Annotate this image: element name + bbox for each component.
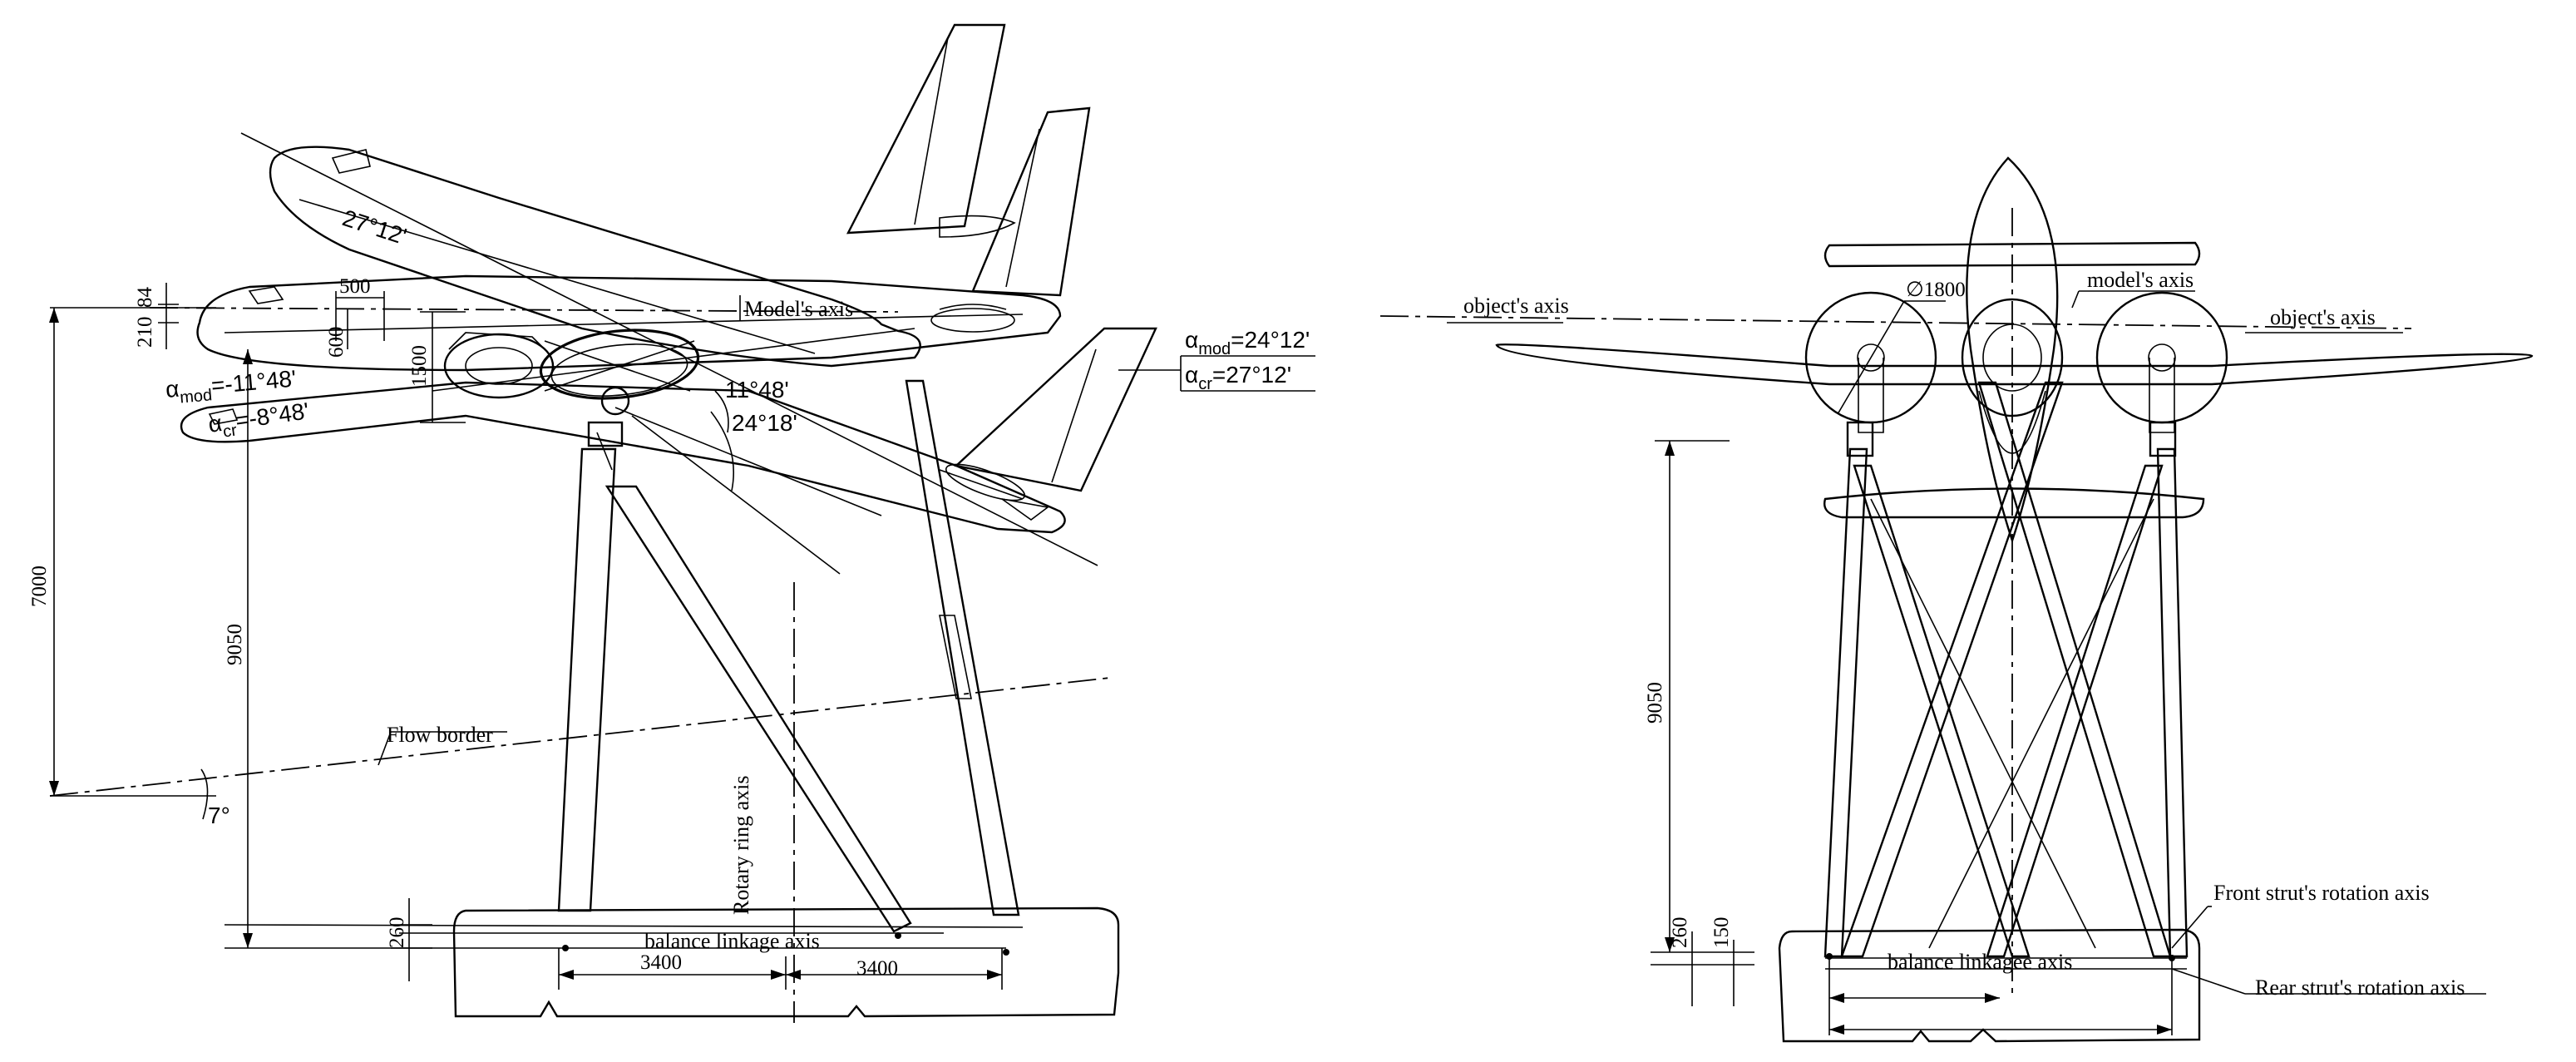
ring-diagonal-b — [631, 415, 841, 575]
dim-1500: 1500 — [408, 345, 431, 387]
model-axis-line — [240, 132, 1098, 566]
flow-border-label: Flow border — [387, 723, 493, 747]
flow-angle-label: 7° — [208, 803, 230, 828]
dim-600: 600 — [325, 327, 348, 358]
rotary-ring-axis-label: Rotary ring axis — [729, 775, 753, 915]
side-dimensions — [49, 283, 1003, 990]
front-balance-linkage-label: balance linkagee axis — [1888, 950, 2072, 974]
svg-text:αmod=24°12': αmod=24°12' — [1185, 327, 1310, 358]
rear-strut-rotation-label: Rear strut's rotation axis — [2255, 976, 2465, 1000]
dim-3400-left: 3400 — [640, 951, 682, 974]
dim-500: 500 — [339, 275, 371, 298]
dim-210: 210 — [134, 317, 156, 348]
ring-diagonal-a — [614, 407, 882, 516]
side-view: Model's axis Flow border Rotary ring axi… — [28, 23, 1315, 1023]
flow-border-line — [49, 677, 1111, 797]
objects-axis-line — [1379, 315, 2412, 329]
front-dimensions — [1651, 440, 2486, 1035]
front-base-block — [1778, 928, 2201, 1043]
model-axis-level — [149, 307, 899, 313]
side-models-axis-label: Model's axis — [744, 297, 853, 321]
axis-lower — [432, 328, 915, 392]
angle-24-18-label: 24°18' — [732, 410, 797, 436]
front-wing — [1495, 343, 2534, 386]
front-engines — [1804, 291, 2228, 433]
svg-text:αcr=27°12': αcr=27°12' — [1185, 362, 1291, 393]
front-view: object's axis object's axis model's axis… — [1379, 156, 2534, 1043]
side-base-block — [452, 906, 1120, 1018]
alpha-cr-upper: αcr=27°12' — [1118, 356, 1315, 393]
dim-84: 84 — [134, 287, 156, 309]
side-balance-linkage-label: balance linkage axis — [644, 929, 820, 953]
front-horizontal-stabilizer — [1823, 241, 2201, 268]
front-diameter-label: ∅1800 — [1906, 279, 1966, 301]
fuselage-angle-label: 27°12' — [339, 205, 410, 249]
side-engine — [443, 332, 555, 399]
dim-3400-right: 3400 — [856, 957, 898, 980]
aircraft-upper — [269, 23, 1016, 368]
alpha-mod-upper: αmod=24°12' — [1181, 327, 1315, 358]
front-dim-9050: 9050 — [1644, 682, 1666, 724]
front-models-axis-label: model's axis — [2087, 268, 2194, 292]
dim-9050: 9050 — [224, 624, 246, 665]
front-dim-150: 150 — [1710, 917, 1733, 949]
angle-11-48-label: 11°48' — [725, 377, 789, 403]
aircraft-lower — [180, 327, 1157, 534]
front-dim-260: 260 — [1669, 917, 1691, 949]
dim-260: 260 — [386, 917, 408, 949]
objects-axis-left-label: object's axis — [1463, 294, 1569, 318]
dim-7000: 7000 — [28, 566, 51, 607]
objects-axis-right-label: object's axis — [2270, 305, 2376, 329]
front-struts — [1823, 381, 2189, 958]
aircraft-middle — [196, 106, 1091, 372]
front-strut-rotation-label: Front strut's rotation axis — [2213, 881, 2430, 905]
